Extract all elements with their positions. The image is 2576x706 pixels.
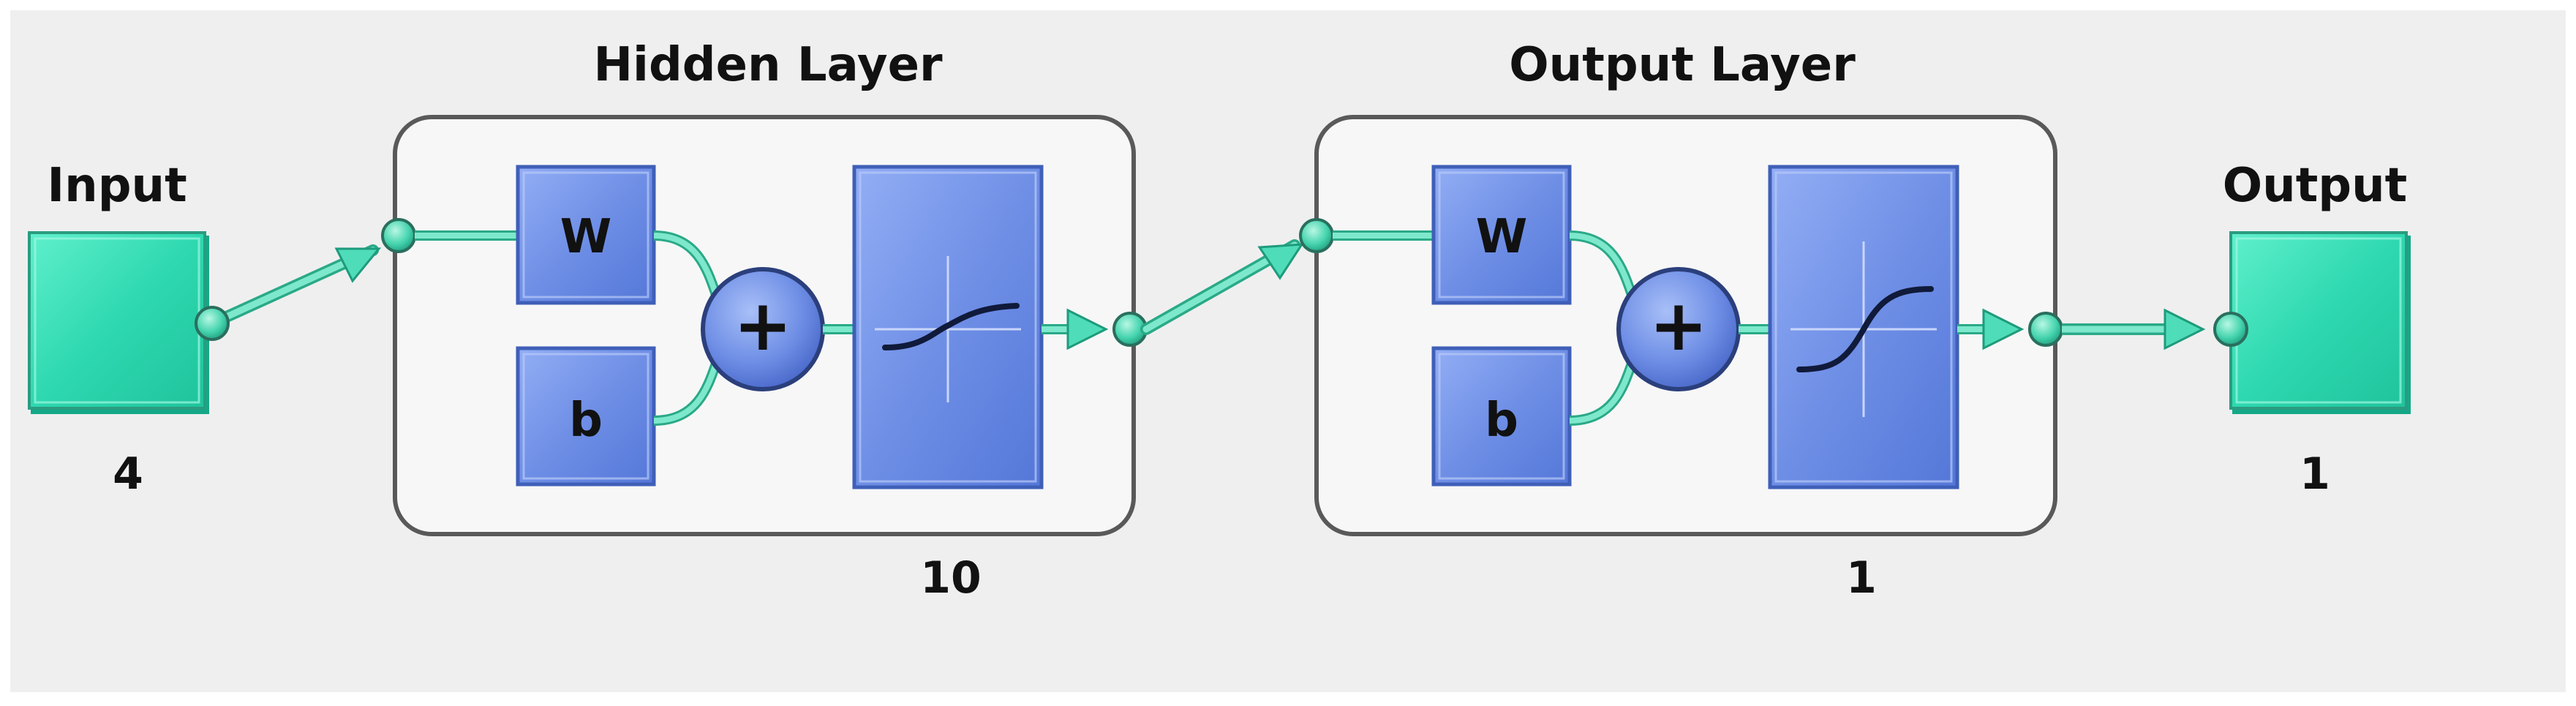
- output-layer-title: Output Layer: [1509, 38, 1856, 92]
- hidden-layer-title: Hidden Layer: [593, 38, 943, 92]
- hidden-weight-block: [516, 165, 656, 305]
- input-size: 4: [113, 448, 143, 500]
- input-label: Input: [47, 159, 187, 213]
- output-arrow: [2163, 308, 2206, 350]
- output-weight-label: W: [1476, 210, 1528, 264]
- output-layer-input-port: [1299, 218, 1334, 253]
- output-layer-arrow: [1982, 308, 2025, 350]
- output-layer-size: 1: [1846, 552, 1877, 604]
- hidden-to-output-arrow: [1257, 243, 1304, 280]
- output-layer-output-port: [2028, 312, 2063, 347]
- tansig-curve-icon: [882, 303, 1020, 350]
- hidden-layer-input-port: [381, 218, 416, 253]
- output-port: [2213, 312, 2248, 347]
- hidden-output-arrow: [1066, 308, 1109, 350]
- input-port: [195, 306, 230, 341]
- hidden-bias-block: [516, 346, 656, 487]
- hidden-bias-label: b: [569, 394, 603, 448]
- hidden-weight-label: W: [560, 210, 612, 264]
- output-bias-block: [1431, 346, 1572, 487]
- input-node: [28, 231, 209, 414]
- output-sum-symbol: +: [1649, 285, 1708, 367]
- output-size: 1: [2300, 448, 2330, 500]
- output-bias-label: b: [1485, 394, 1518, 448]
- output-label: Output: [2223, 159, 2408, 213]
- hidden-sum-symbol: +: [734, 285, 792, 367]
- logsig-curve-icon: [1796, 286, 1934, 372]
- output-node: [2229, 231, 2411, 414]
- output-weight-block: [1431, 165, 1572, 305]
- input-arrow: [334, 247, 382, 283]
- hidden-layer-size: 10: [920, 552, 982, 604]
